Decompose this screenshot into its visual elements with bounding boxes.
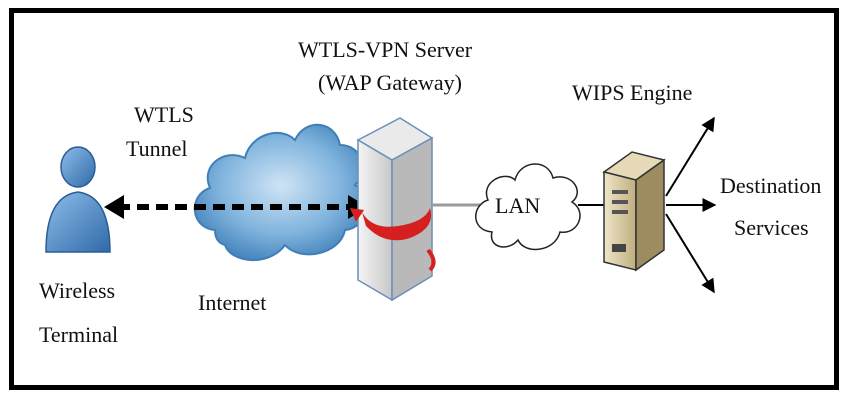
wips-engine-label: WIPS Engine — [572, 80, 693, 105]
lan-label: LAN — [495, 193, 541, 218]
destination-label-line1: Destination — [720, 173, 822, 198]
lan-cloud-icon — [475, 163, 581, 251]
tunnel-label-line1: WTLS — [134, 102, 194, 127]
wireless-terminal-label-line1: Wireless — [39, 278, 116, 303]
server-label-line2: (WAP Gateway) — [318, 70, 462, 95]
server-icon — [350, 117, 436, 302]
tunnel-arrow-left-head — [104, 195, 124, 219]
server-label-line1: WTLS-VPN Server — [298, 37, 473, 62]
destination-label-line2: Services — [734, 215, 809, 240]
tunnel-label-line2: Tunnel — [126, 136, 188, 161]
dest-arrow-down — [665, 213, 715, 294]
internet-label: Internet — [198, 290, 267, 315]
dest-arrow-up — [665, 116, 715, 197]
wireless-terminal-label-line2: Terminal — [39, 322, 119, 347]
tower-server-icon — [602, 151, 666, 272]
user-icon — [45, 146, 111, 253]
cloud-icon — [193, 123, 368, 261]
